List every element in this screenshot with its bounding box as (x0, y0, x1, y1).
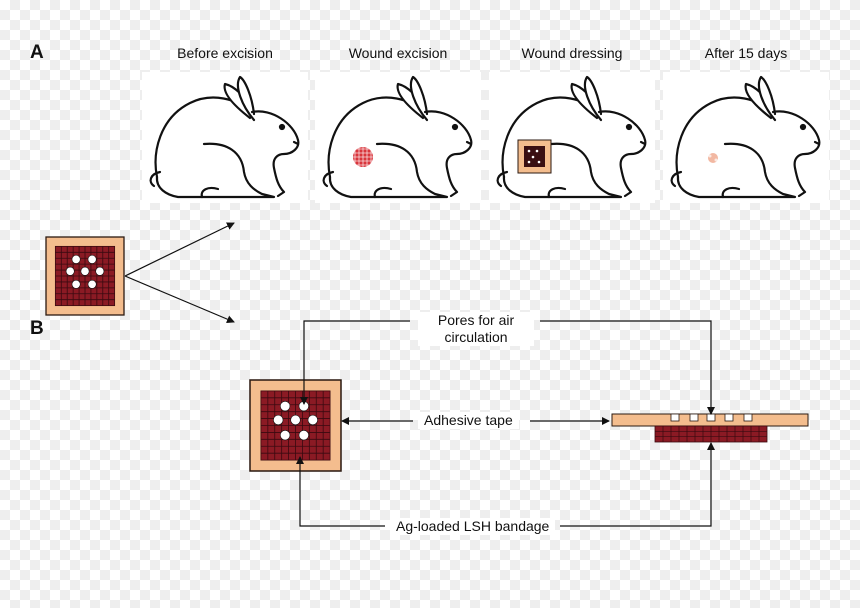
side-bandage-icon (611, 413, 809, 443)
rabbit-icon (496, 75, 647, 199)
pores-line-left (300, 320, 410, 405)
rabbit-panel-excision (315, 72, 481, 203)
large-bandage-icon (249, 379, 342, 472)
stage-caption-before: Before excision (177, 45, 273, 61)
stage-caption-excision: Wound excision (348, 45, 448, 61)
rabbit-icon (149, 75, 300, 199)
rabbit-panel-dressing (489, 72, 655, 203)
pores-label-line2: circulation (444, 329, 508, 345)
arrow-to-panel-a (124, 222, 235, 277)
stage-caption-after: After 15 days (704, 45, 788, 61)
pores-label: Pores for air circulation (418, 312, 534, 346)
panel-a-label: A (30, 42, 44, 63)
adhesive-tape-label: Adhesive tape (418, 412, 519, 429)
stage-caption-dressing: Wound dressing (521, 45, 623, 61)
pores-line-right (540, 320, 715, 415)
wound-icon (353, 147, 373, 167)
rabbit-panel-after (663, 72, 829, 203)
panel-b-label: B (30, 318, 44, 339)
bandage-line-right (560, 442, 715, 527)
bandage-line-left (296, 456, 385, 527)
pores-label-line1: Pores for air (437, 312, 515, 328)
arrow-to-panel-b (124, 275, 235, 323)
dressing-icon (517, 139, 552, 174)
healed-wound-icon (708, 153, 718, 163)
rabbit-panel-before (142, 72, 308, 203)
rabbit-icon (670, 75, 821, 199)
rabbit-icon (322, 75, 473, 199)
small-bandage-icon (45, 236, 125, 316)
bandage-label: Ag-loaded LSH bandage (390, 518, 556, 535)
